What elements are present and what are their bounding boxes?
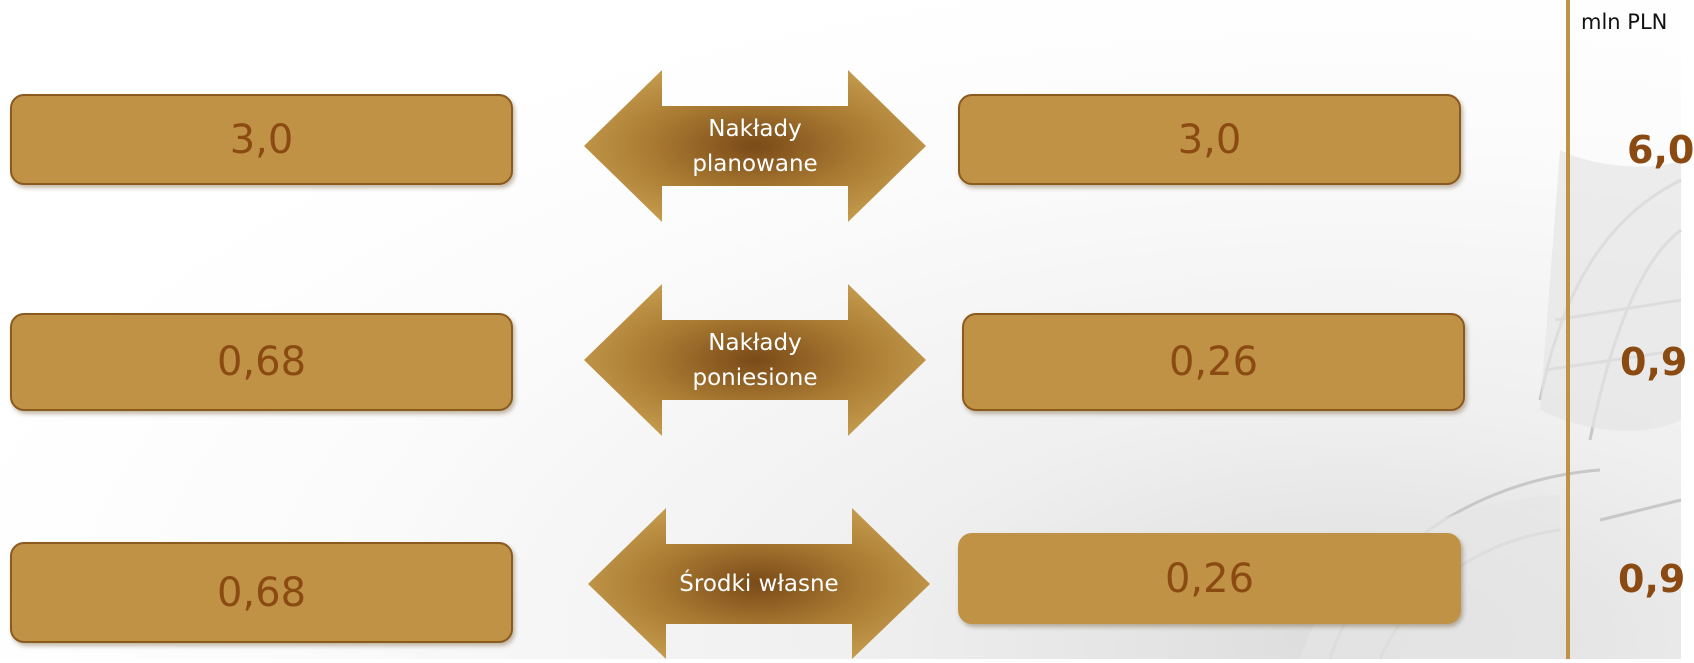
vertical-divider [1566, 0, 1570, 659]
right-value-incurred: 0,26 [1168, 339, 1259, 385]
right-value-box-planned: 3,0 [958, 94, 1461, 185]
left-value-box-incurred: 0,68 [10, 313, 513, 411]
arrow-label-planned-line2: planowane [692, 151, 818, 177]
side-value-incurred: 0,9 [1620, 340, 1688, 384]
left-value-box-planned: 3,0 [10, 94, 513, 185]
double-arrow-icon [584, 284, 926, 436]
left-value-incurred: 0,68 [216, 339, 307, 385]
arrow-label-incurred-line2: poniesione [692, 365, 818, 391]
double-arrow-icon [588, 508, 930, 659]
left-value-box-own-funds: 0,68 [10, 542, 513, 643]
arrow-label-own-funds: Środki własne [679, 571, 839, 597]
right-value-box-incurred: 0,26 [962, 313, 1465, 411]
side-value-own-funds: 0,9 [1618, 557, 1686, 601]
double-arrow-planned: Nakłady planowane [584, 70, 926, 222]
unit-label: mln PLN [1581, 10, 1668, 34]
double-arrow-incurred: Nakłady poniesione [584, 284, 926, 436]
arrow-label-incurred-line1: Nakłady [708, 330, 802, 356]
right-value-own-funds: 0,26 [1164, 555, 1255, 602]
right-value-planned: 3,0 [1177, 116, 1242, 163]
side-value-planned: 6,0 [1627, 128, 1694, 172]
double-arrow-icon [584, 70, 926, 222]
left-value-planned: 3,0 [229, 116, 294, 163]
right-value-box-own-funds: 0,26 [958, 533, 1461, 624]
left-value-own-funds: 0,68 [216, 569, 307, 616]
double-arrow-own-funds: Środki własne [588, 508, 930, 659]
arrow-label-planned-line1: Nakłady [708, 116, 802, 142]
